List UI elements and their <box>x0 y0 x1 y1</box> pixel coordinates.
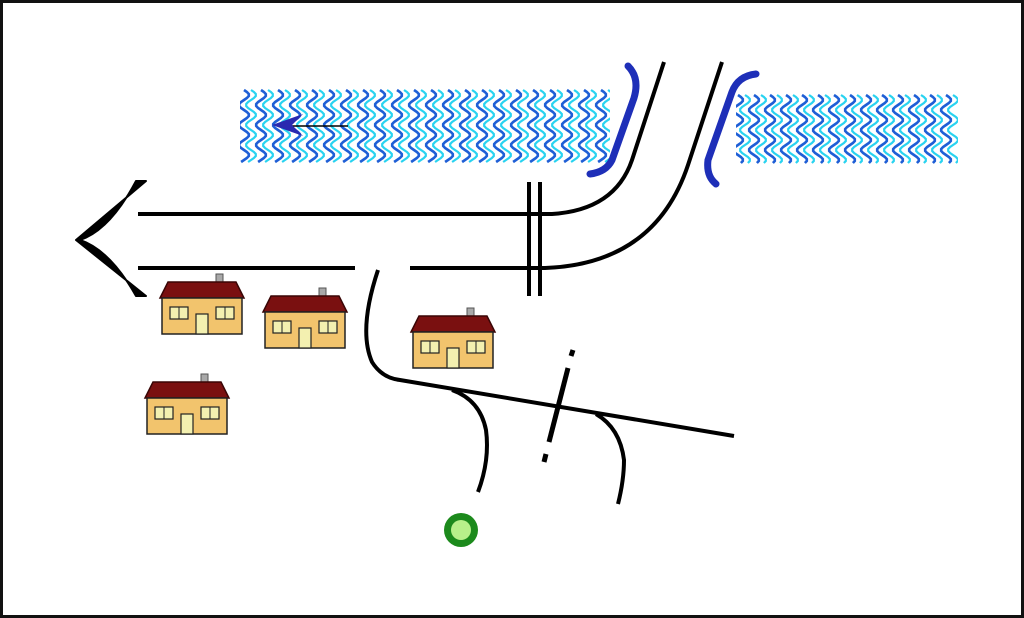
river-wave <box>483 89 495 163</box>
houses <box>143 273 497 435</box>
boundary-line <box>541 349 576 463</box>
river-wave <box>240 88 251 164</box>
river-wave <box>543 88 557 164</box>
river-wave <box>594 88 608 164</box>
river-wave <box>526 88 540 164</box>
flow-arrowhead-icon <box>272 114 303 136</box>
main-road <box>138 61 724 270</box>
river-wave <box>907 93 921 164</box>
river-wave <box>883 94 895 164</box>
river-wave <box>747 93 761 164</box>
path-branch-east <box>594 412 627 505</box>
side-road-curve <box>364 269 735 438</box>
river-wave <box>787 94 799 164</box>
river-wave <box>492 88 506 164</box>
river-wave <box>736 93 745 164</box>
house-icon <box>409 307 497 369</box>
river-wave <box>398 89 410 163</box>
river-flow-arrow <box>272 114 348 136</box>
river-wave <box>602 89 610 163</box>
bridge-bank-right <box>704 70 760 188</box>
main-road-upper-edge <box>138 61 666 216</box>
river-wave <box>867 94 879 164</box>
river-wave <box>466 89 478 163</box>
path-to-marker <box>451 388 489 493</box>
river-wave <box>827 93 841 164</box>
main-road-lower-edge-east <box>410 61 724 270</box>
river-wave <box>739 94 751 164</box>
river-wave <box>407 88 421 164</box>
bridge-bank-left <box>586 62 640 178</box>
river-wave <box>923 93 937 164</box>
river-wave <box>577 88 591 164</box>
river-wave <box>458 88 472 164</box>
river-wave <box>585 89 597 163</box>
house-icon <box>158 273 246 335</box>
river-wave <box>364 89 376 163</box>
river-wave <box>931 94 943 164</box>
river-wave <box>381 89 393 163</box>
river-wave <box>899 94 911 164</box>
river-wave <box>534 89 546 163</box>
river-wave <box>835 94 847 164</box>
river-wave <box>859 93 873 164</box>
house-icon <box>143 373 231 435</box>
river-wave <box>568 89 580 163</box>
river-wave <box>509 88 523 164</box>
river-wave <box>779 93 793 164</box>
river-wave <box>449 89 461 163</box>
river-wave <box>939 93 953 164</box>
river-wave <box>517 89 529 163</box>
river-wave <box>803 94 815 164</box>
river-wave <box>755 94 767 164</box>
river-waves-right <box>736 93 958 164</box>
river-wave <box>415 89 427 163</box>
river-wave <box>843 93 857 164</box>
river-wave <box>475 88 489 164</box>
river-wave <box>811 93 825 164</box>
river-wave <box>347 89 359 163</box>
river-wave <box>763 93 777 164</box>
river-wave <box>373 88 387 164</box>
circle-marker-icon <box>444 513 478 547</box>
river-wave <box>262 89 274 163</box>
river-wave <box>500 89 512 163</box>
river-wave <box>819 94 831 164</box>
river-wave <box>551 89 563 163</box>
river-wave <box>432 89 444 163</box>
river-wave <box>947 94 958 164</box>
river-wave <box>424 88 438 164</box>
river-wave <box>771 94 783 164</box>
road-crossing-marks <box>527 182 542 296</box>
river-wave <box>891 93 905 164</box>
river-wave <box>851 94 863 164</box>
river-wave <box>254 88 268 164</box>
river-wave <box>441 88 455 164</box>
river-wave <box>915 94 927 164</box>
chevron-left-icon <box>75 180 147 297</box>
river-right <box>736 93 958 164</box>
river-wave <box>560 88 574 164</box>
river-wave <box>795 93 809 164</box>
river-wave <box>390 88 404 164</box>
river-wave <box>271 88 285 164</box>
river-wave <box>356 88 370 164</box>
side-road <box>364 269 735 505</box>
river-wave <box>875 93 889 164</box>
house-icon <box>261 287 349 349</box>
river-wave <box>245 89 257 163</box>
